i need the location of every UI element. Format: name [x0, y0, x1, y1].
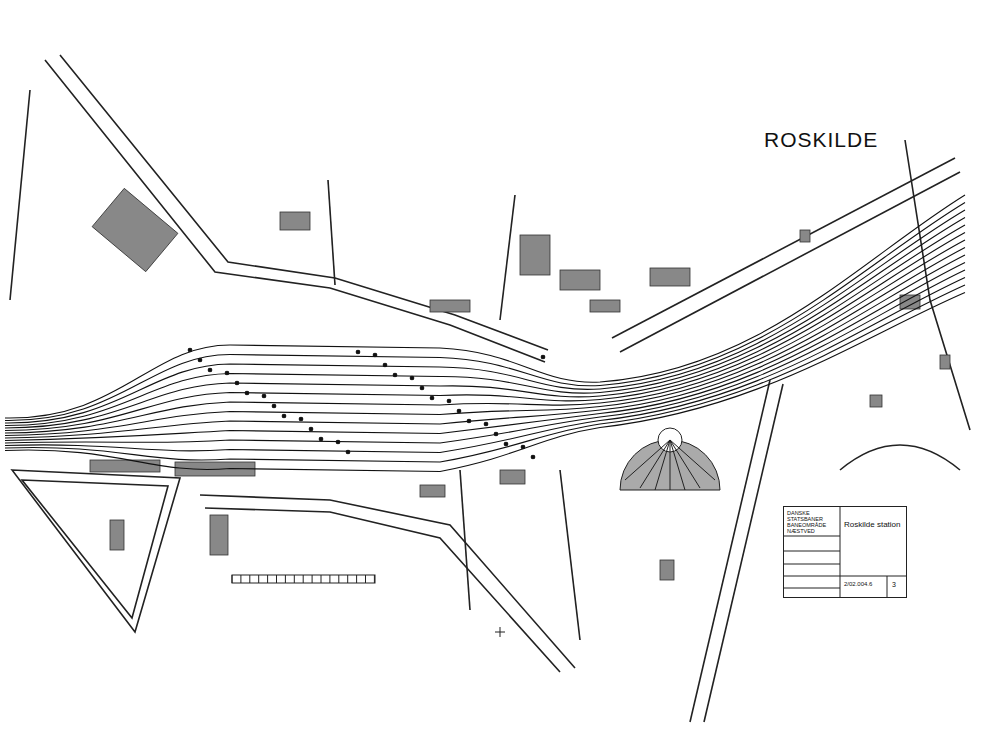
roundhouse — [620, 440, 720, 490]
signal-symbol — [430, 396, 434, 400]
scale-bar — [232, 575, 505, 637]
street-edge — [612, 158, 955, 338]
signal-symbol — [225, 371, 229, 375]
signal-symbol — [336, 440, 340, 444]
building — [92, 188, 178, 271]
street-edge — [205, 508, 560, 672]
signal-symbol — [420, 386, 424, 390]
track — [5, 293, 965, 472]
signal-symbol — [457, 409, 461, 413]
signal-symbol — [531, 455, 535, 459]
signal-symbol — [521, 445, 525, 449]
building — [430, 300, 470, 312]
building — [650, 268, 690, 286]
building — [870, 395, 882, 407]
street-edge — [704, 384, 783, 722]
title-block-text: Roskilde station — [844, 521, 906, 530]
map-title: ROSKILDE — [764, 128, 878, 152]
signal-symbol — [393, 373, 397, 377]
street-edge — [45, 60, 545, 362]
signal-symbol — [235, 381, 239, 385]
scale-bar-frame — [232, 575, 375, 583]
building — [110, 520, 124, 550]
building — [210, 515, 228, 555]
street-edge — [328, 180, 335, 285]
signal-symbol — [504, 442, 508, 446]
title-block-text: 2/02.004.6 — [844, 581, 884, 588]
signal-symbol — [319, 437, 323, 441]
signal-symbol — [198, 358, 202, 362]
tracks — [5, 195, 965, 472]
title-block-text: 3 — [892, 581, 904, 589]
building — [590, 300, 620, 312]
building — [560, 270, 600, 290]
signal-symbol — [484, 422, 488, 426]
street-edge — [10, 90, 30, 300]
building — [800, 230, 810, 242]
signal-symbol — [410, 376, 414, 380]
signal-symbol — [208, 368, 212, 372]
building — [660, 560, 674, 580]
turntable — [620, 428, 720, 490]
block-outline — [22, 480, 168, 618]
signal-symbol — [541, 355, 545, 359]
signal-symbol — [188, 348, 192, 352]
signal-symbol — [467, 419, 471, 423]
street-edge — [905, 140, 970, 430]
grid-lines — [783, 506, 907, 598]
building — [520, 235, 550, 275]
signal-symbol — [245, 391, 249, 395]
track — [5, 285, 965, 462]
block-outline — [12, 470, 180, 632]
street-edge — [690, 380, 770, 722]
street-edge — [840, 445, 960, 470]
building — [500, 470, 525, 484]
signal-symbol — [346, 450, 350, 454]
street-edge — [200, 495, 575, 668]
signal-symbol — [309, 427, 313, 431]
building — [90, 460, 160, 472]
building — [940, 355, 950, 369]
building — [420, 485, 445, 497]
signal-symbol — [272, 404, 276, 408]
signal-symbol — [262, 394, 266, 398]
signal-symbol — [299, 417, 303, 421]
street-edge — [560, 470, 580, 640]
building — [280, 212, 310, 230]
street-edge — [460, 470, 470, 610]
signal-symbol — [447, 399, 451, 403]
title-block-text: DANSKE STATSBANER BANEOMRÅDE NÆSTVED — [787, 510, 839, 534]
signal-symbol — [373, 353, 377, 357]
track — [5, 278, 965, 453]
signal-symbol — [282, 414, 286, 418]
street-edge — [60, 55, 548, 350]
cross-mark — [495, 627, 505, 637]
streets — [10, 55, 970, 722]
street-edge — [620, 172, 960, 352]
roundhouse-tracks — [625, 440, 715, 490]
signal-symbol — [356, 350, 360, 354]
title-block: DANSKE STATSBANER BANEOMRÅDE NÆSTVED Rosk… — [783, 506, 907, 598]
street-edge — [500, 195, 515, 320]
signal-symbol — [383, 363, 387, 367]
signal-symbol — [494, 432, 498, 436]
scale-ticks — [232, 575, 374, 583]
